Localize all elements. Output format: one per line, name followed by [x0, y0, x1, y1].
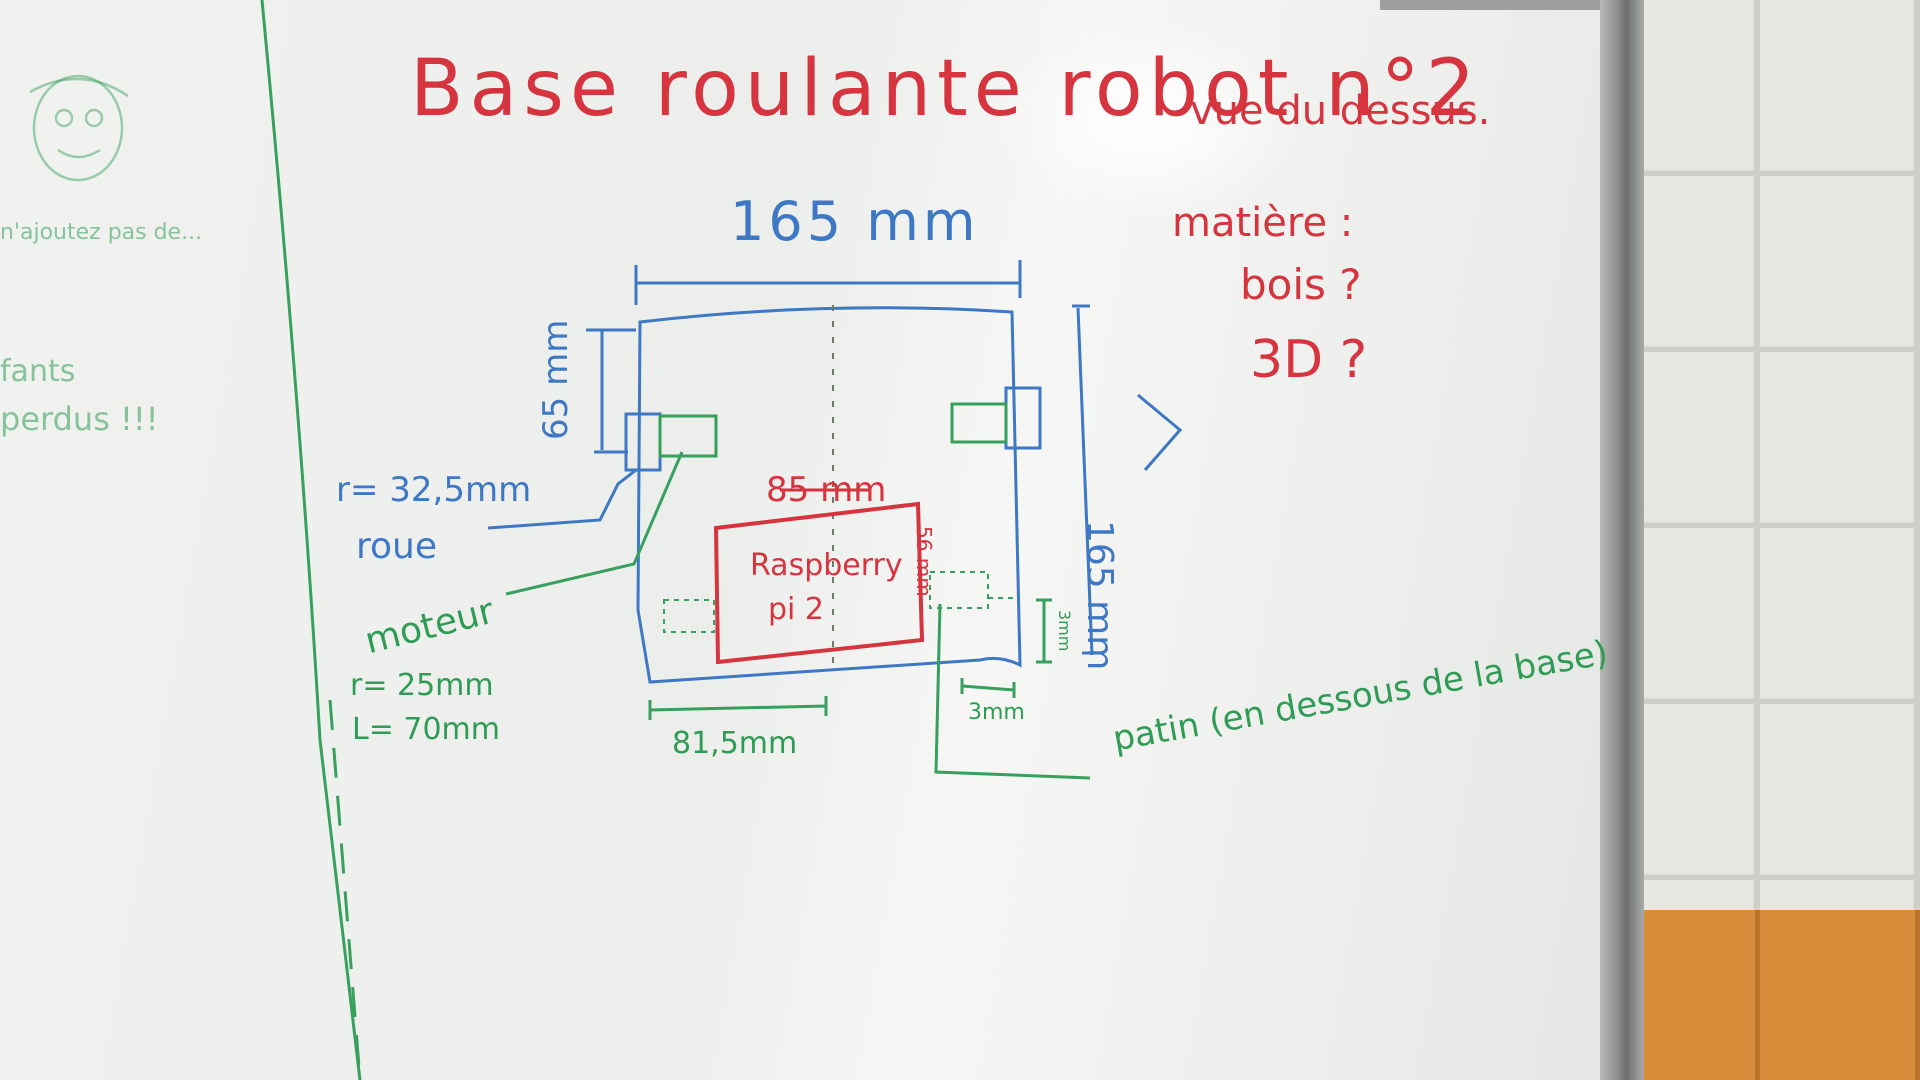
margin-note-1: n'ajoutez pas de... [0, 220, 203, 245]
raspberry-pi-outline [713, 501, 925, 665]
width-dimension: 165 mm [730, 190, 980, 253]
offset-dim-line [648, 696, 828, 720]
material-value: bois ? [1240, 260, 1362, 309]
material-alt: 3D ? [1250, 330, 1368, 390]
length-dim-ticks [1072, 304, 1104, 655]
wheel-offset-dimension: 65 mm [536, 319, 576, 440]
tiled-wall [1600, 0, 1920, 1080]
material-label: matière : [1172, 200, 1354, 246]
margin-note-3: perdus !!! [0, 400, 159, 438]
wheel-radius: r= 32,5mm [336, 470, 532, 510]
margin-dashed-line [328, 699, 362, 1080]
right-skid [929, 571, 989, 609]
board-subtitle: vue du dessus. [1190, 88, 1491, 134]
width-dim-ticks [634, 260, 1022, 305]
right-motor [950, 402, 1008, 444]
board-frame-right [1600, 0, 1644, 1080]
wheel-offset-dim [586, 328, 636, 454]
wheel-leader [487, 468, 637, 530]
orange-tile-band [1600, 910, 1920, 1080]
doodle-face [29, 74, 129, 182]
skid-width-dimension: 3mm [968, 700, 1025, 725]
base-outline [636, 306, 1022, 684]
skid-height-dimension: 3mm [1055, 610, 1074, 652]
board-frame-top [1380, 0, 1620, 10]
pi-label: pi 2 [768, 592, 825, 627]
length-dim-line [1076, 307, 1094, 656]
skid-leader [934, 603, 1091, 780]
length-dimension: 165 mm [1079, 520, 1120, 671]
right-wheel [1004, 386, 1042, 450]
left-motor [658, 414, 718, 458]
margin-note-2: fants [0, 354, 76, 389]
motor-length: L= 70mm [352, 712, 501, 747]
motor-radius: r= 25mm [350, 668, 494, 703]
length-dim-arrow [1137, 393, 1183, 471]
motor-leader [505, 451, 684, 596]
pi-height-dimension: 56 mm [912, 526, 936, 597]
offset-dimension: 81,5mm [672, 726, 798, 761]
margin-line [260, 0, 362, 1080]
left-skid [663, 599, 715, 633]
skid-height-dim [1036, 598, 1052, 664]
raspberry-label: Raspberry [750, 548, 903, 583]
pi-width-dimension: 85 mm [766, 470, 887, 510]
whiteboard [0, 0, 1640, 1080]
skid-width-dim [960, 678, 1016, 698]
wheel-label: roue [356, 526, 437, 567]
board-title: Base roulante robot n°2 [410, 44, 1482, 134]
left-wheel [624, 412, 662, 472]
